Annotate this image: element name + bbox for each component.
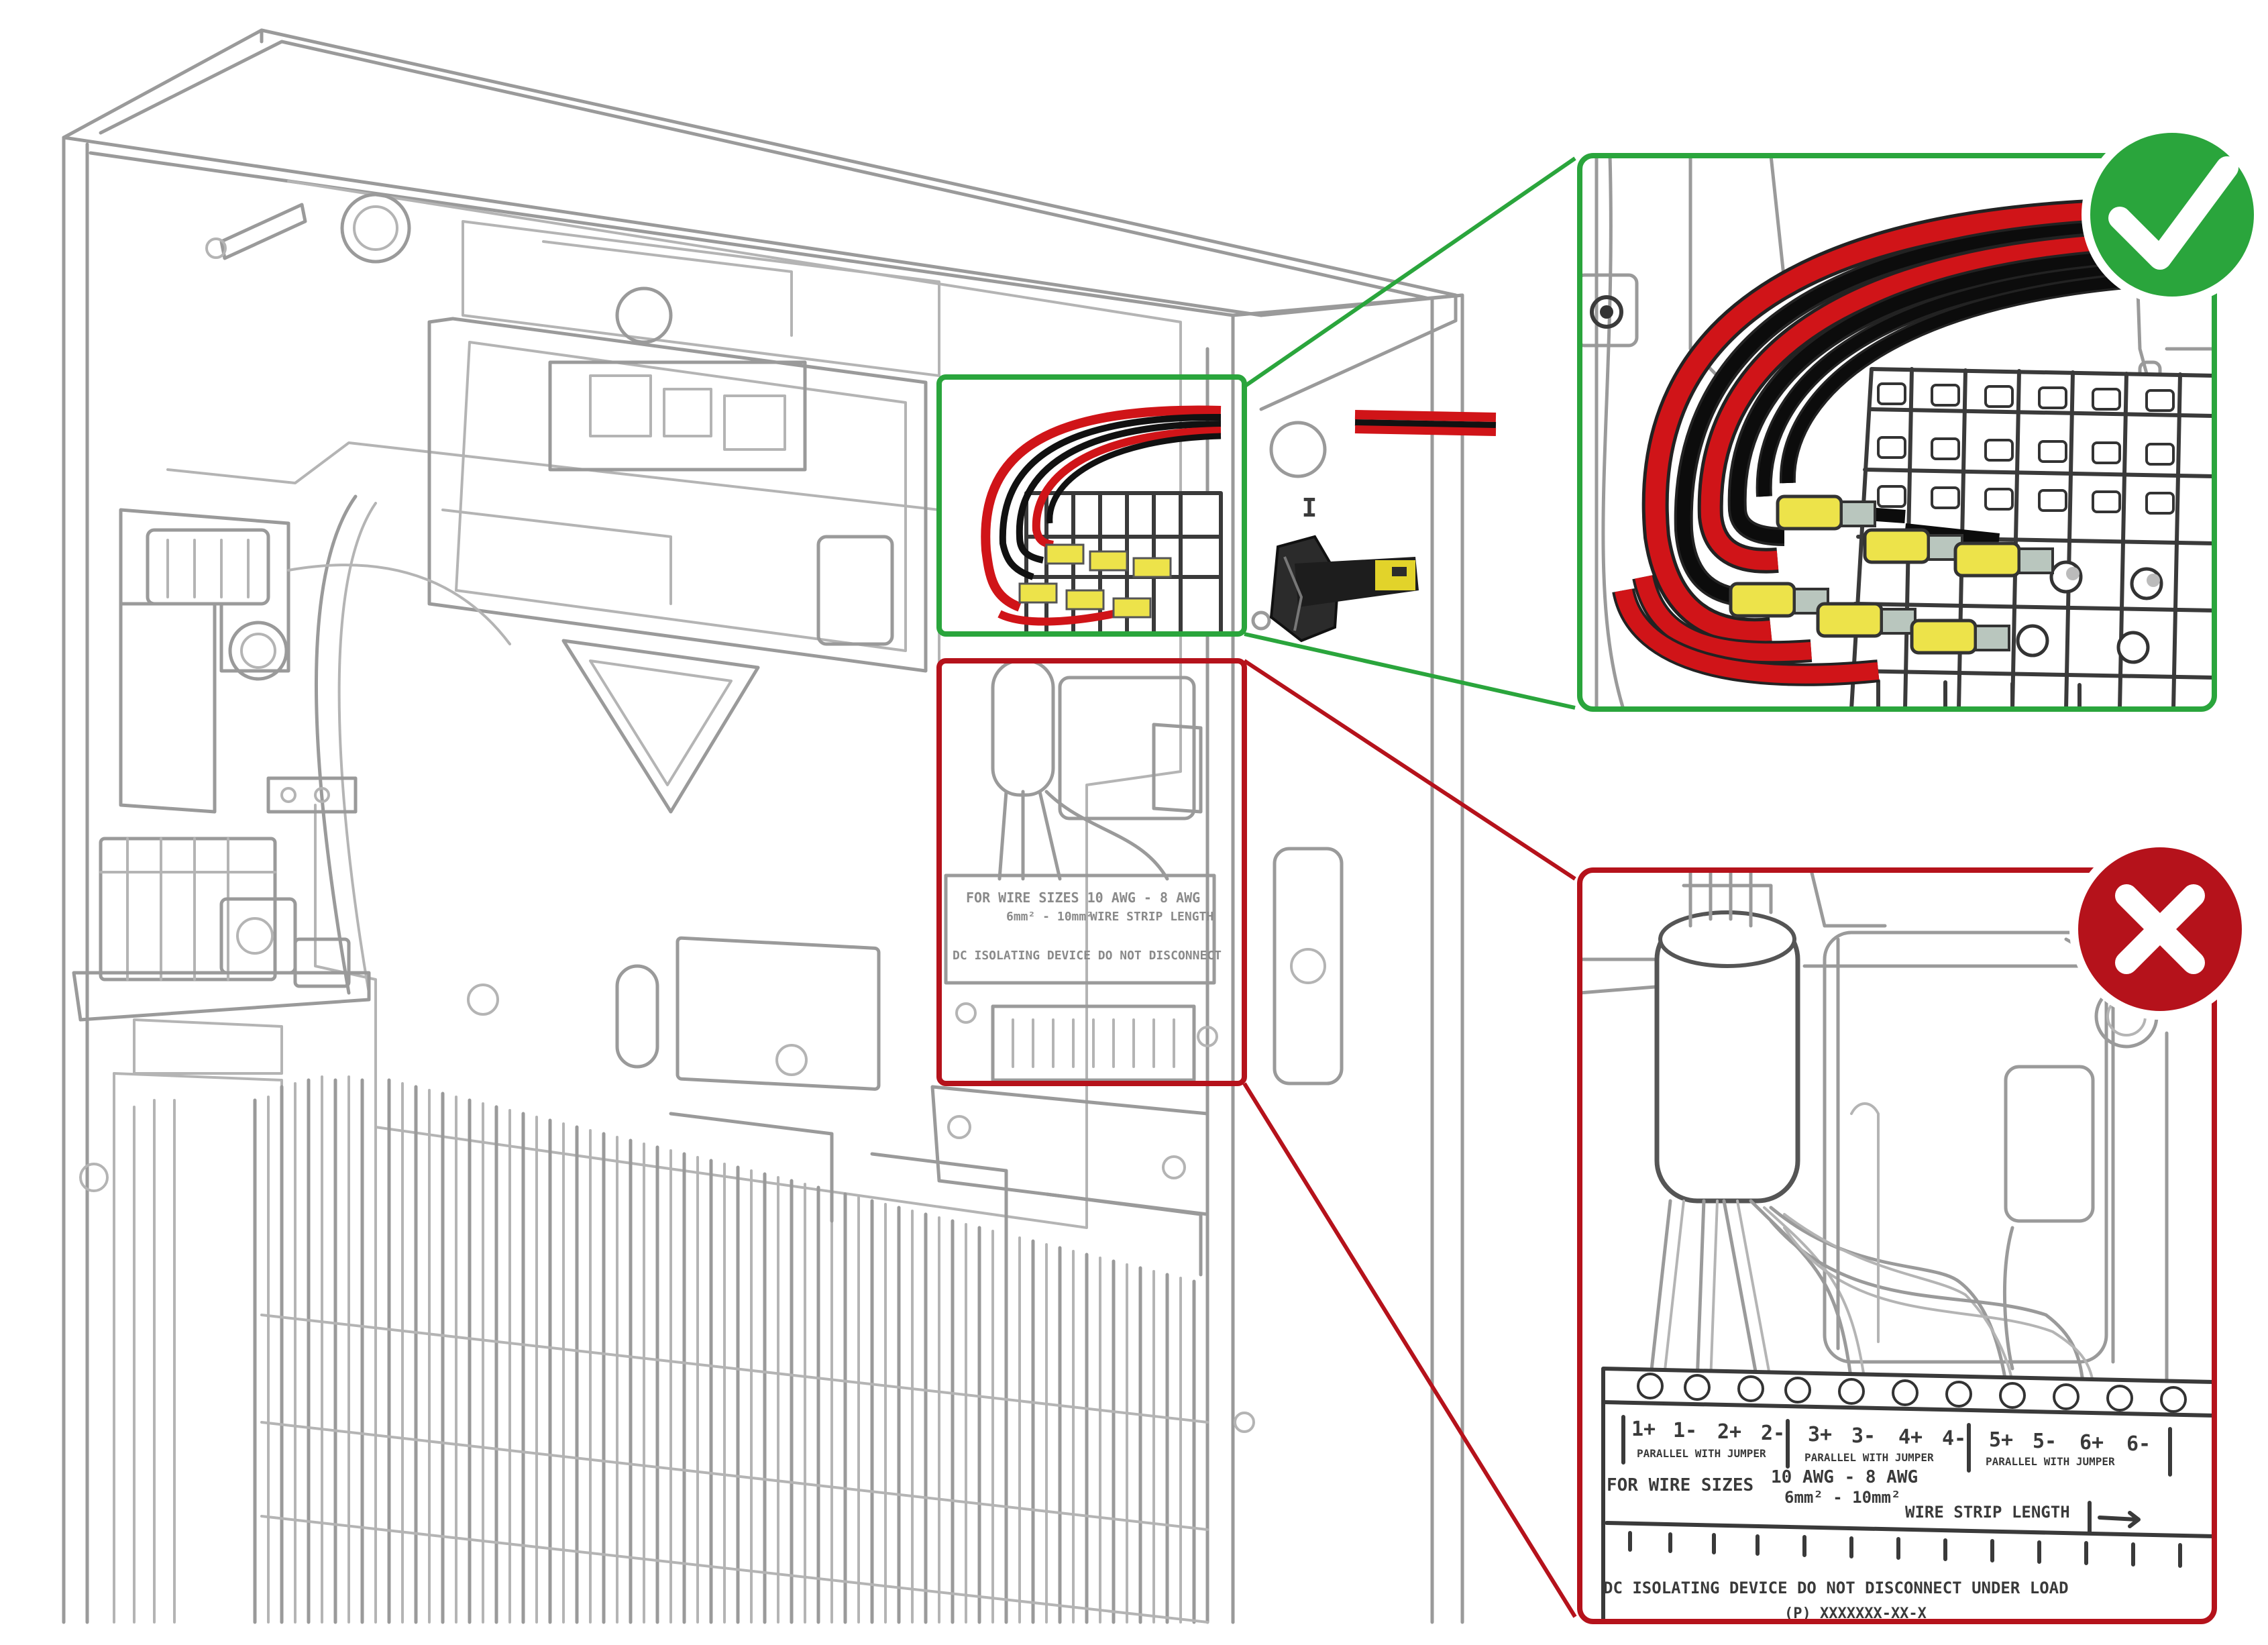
terminal-3-plus: 3+ (1808, 1423, 1832, 1446)
heatsink-fins (133, 1075, 1209, 1624)
terminal-3-minus: 3- (1851, 1424, 1876, 1448)
inverter-enclosure (62, 28, 1464, 1624)
parallel-label-3: PARALLEL WITH JUMPER (1986, 1455, 2115, 1468)
parallel-label-2: PARALLEL WITH JUMPER (1804, 1451, 1934, 1464)
detail-bad-terminal-labels: 1+ 1- 2+ 2- 3+ 3- 4+ 4- 5+ 5- 6+ 6- PARA… (1603, 1415, 2214, 1622)
bad-highlight-frame (936, 658, 1247, 1086)
terminal-5-plus: 5+ (1989, 1428, 2013, 1452)
detail-good-ferrules (1729, 494, 2054, 655)
terminal-2-plus: 2+ (1717, 1420, 1741, 1444)
detail-correct-frame (1577, 153, 2217, 712)
good-callout-connectors (1243, 156, 1576, 710)
terminal-4-plus: 4+ (1898, 1426, 1923, 1449)
terminal-5-minus: 5- (2033, 1430, 2057, 1453)
cross-icon (2069, 839, 2251, 1020)
strip-length-label: WIRE STRIP LENGTH (1905, 1503, 2070, 1522)
terminal-6-plus: 6+ (2080, 1431, 2104, 1454)
switch-on-label: I (1302, 493, 1317, 523)
good-highlight-frame (936, 374, 1247, 637)
terminal-4-minus: 4- (1942, 1427, 1966, 1450)
terminal-1-minus: 1- (1673, 1419, 1697, 1442)
detail-incorrect-frame (1577, 867, 2217, 1624)
detail-correct-wiring (1577, 153, 2217, 712)
isolating-label: DC ISOLATING DEVICE DO NOT DISCONNECT UN… (1603, 1579, 2069, 1597)
panel-label-wire-sizes: FOR WIRE SIZES 10 AWG - 8 AWG (966, 890, 1200, 906)
terminal-6-minus: 6- (2126, 1432, 2151, 1456)
dc-cable-exit (1354, 410, 1497, 436)
dc-terminal-good-main (981, 405, 1223, 636)
terminal-2-minus: 2- (1761, 1422, 1785, 1445)
panel-label-mm2: 6mm² - 10mm² (1006, 910, 1093, 924)
bad-callout-connectors (1242, 659, 1577, 1618)
awg-label: 10 AWG - 8 AWG (1771, 1467, 1918, 1487)
terminal-1-plus: 1+ (1631, 1418, 1656, 1441)
dc-switch: I (1269, 493, 1419, 643)
mm2-label: 6mm² - 10mm² (1784, 1488, 1900, 1507)
dc-terminal-bad-main: FOR WIRE SIZES 10 AWG - 8 AWG 6mm² - 10m… (944, 659, 1222, 1082)
panel-label-isolating: DC ISOLATING DEVICE DO NOT DISCONNECT (953, 949, 1222, 963)
parallel-label-1: PARALLEL WITH JUMPER (1637, 1447, 1766, 1460)
panel-label-strip: WIRE STRIP LENGTH (1090, 910, 1213, 924)
detail-incorrect-wiring: 1+ 1- 2+ 2- 3+ 3- 4+ 4- 5+ 5- 6+ 6- PARA… (1577, 867, 2217, 1624)
wire-sizes-label: FOR WIRE SIZES (1607, 1475, 1753, 1495)
check-icon (2082, 124, 2263, 305)
